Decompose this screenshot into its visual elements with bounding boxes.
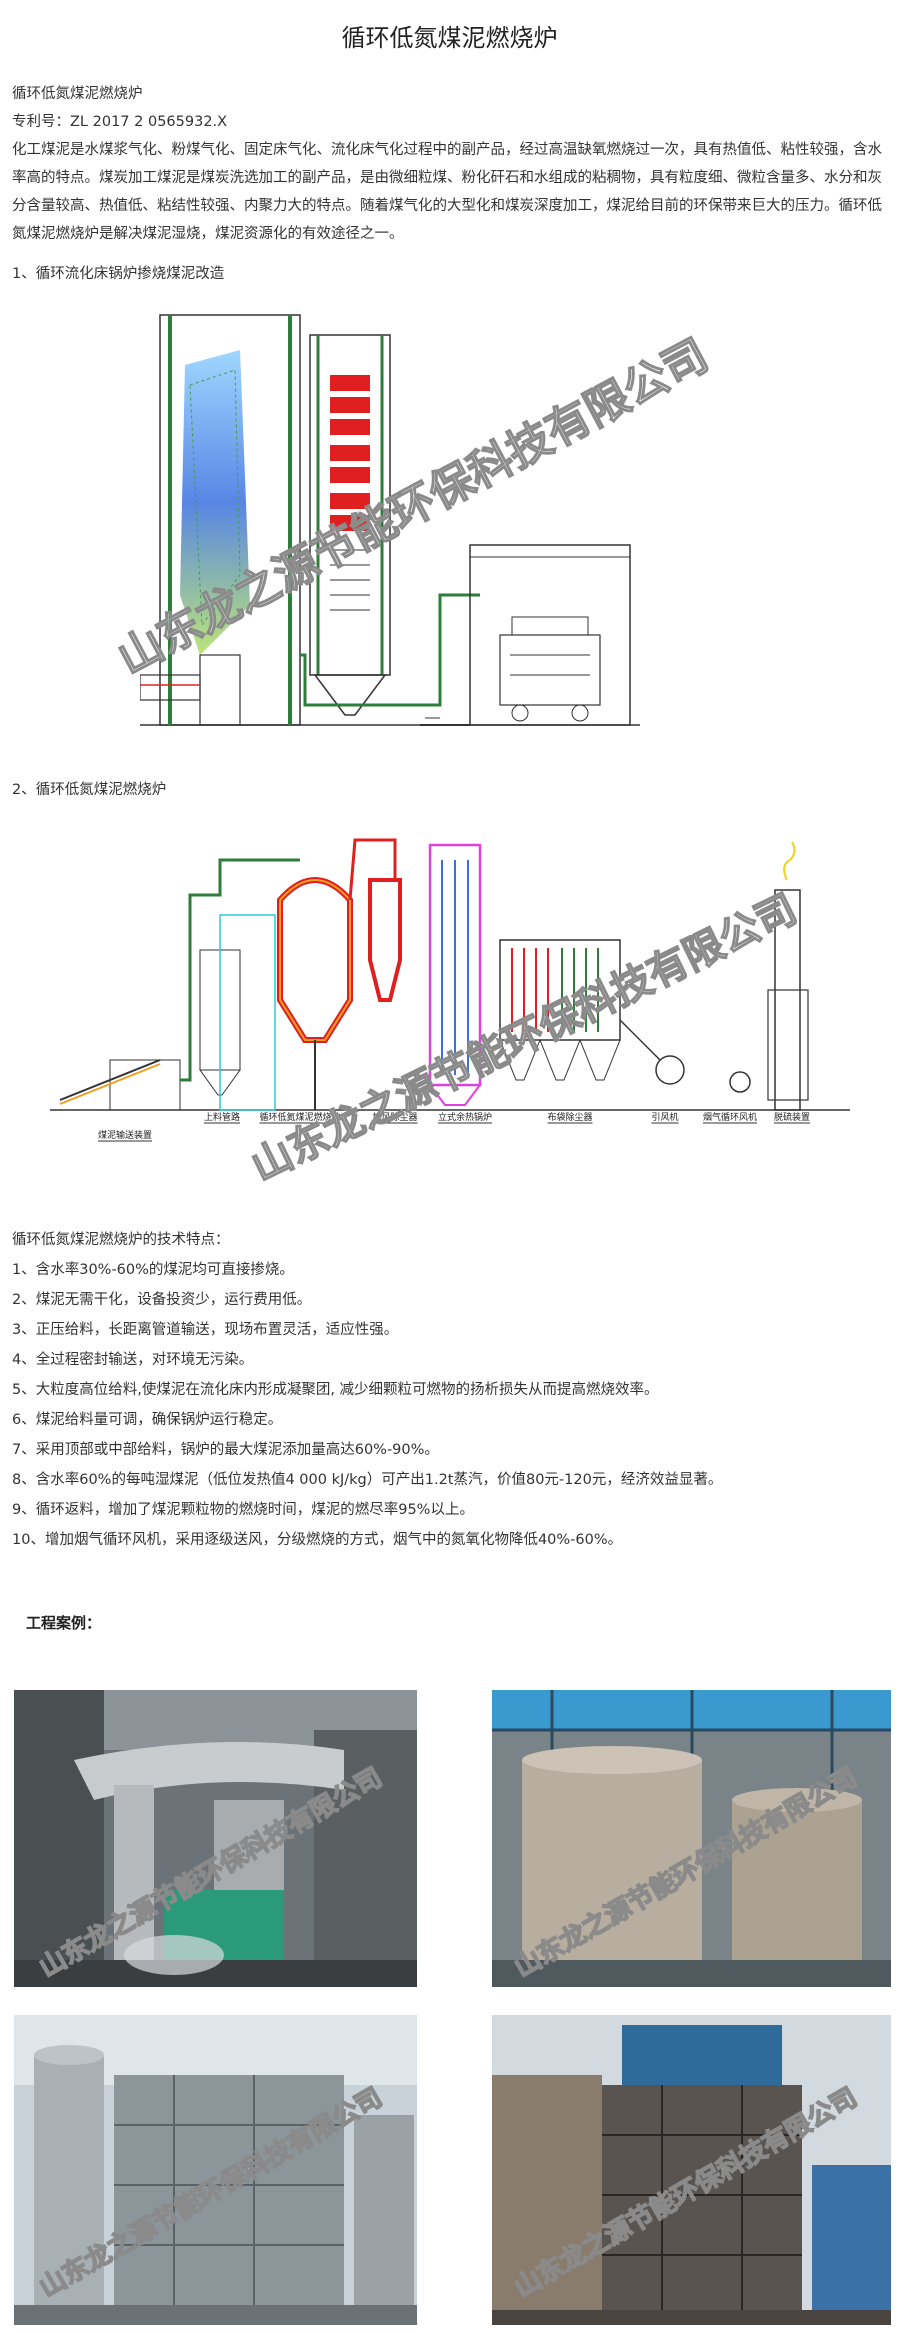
case-photo-2 (492, 1690, 891, 1987)
page-title: 循环低氮煤泥燃烧炉 (341, 24, 558, 52)
boiler-retrofit-diagram (140, 295, 640, 735)
feature-item: 10、增加烟气循环风机，采用逐级送风，分级燃烧的方式，烟气中的氮氧化物降低40%… (12, 1532, 623, 1548)
feature-item: 3、正压给料，长距离管道输送，现场布置灵活，适应性强。 (12, 1322, 399, 1338)
sludge-furnace-svg: 煤泥输送装置 上料管路 循环低氮煤泥燃烧炉 旋风除尘器 立式余热锅炉 布袋除尘器 引风机 烟气… (50, 838, 850, 1142)
feature-item: 9、循环返料，增加了煤泥颗粒物的燃烧时间，煤泥的燃尽率95%以上。 (12, 1502, 474, 1518)
features-list: 1、含水率30%-60%的煤泥均可直接掺烧。 2、煤泥无需干化，设备投资少，运行… (12, 1255, 887, 1555)
diagram-label: 脱硫装置 (774, 1111, 810, 1123)
feature-item: 2、煤泥无需干化，设备投资少，运行费用低。 (12, 1292, 312, 1308)
case-photo-4 (492, 2015, 891, 2325)
feature-item: 7、采用顶部或中部给料，锅炉的最大煤泥添加量高达60%-90%。 (12, 1442, 439, 1458)
case-photo-2-image (492, 1690, 891, 1987)
section-2-heading: 2、循环低氮煤泥燃烧炉 (12, 782, 167, 798)
case-photo-1 (14, 1690, 417, 1987)
diagram-label: 旋风除尘器 (372, 1111, 417, 1123)
feature-item: 4、全过程密封输送，对环境无污染。 (12, 1352, 254, 1368)
feature-item: 5、大粒度高位给料,使煤泥在流化床内形成凝聚团, 减少细颗粒可燃物的扬析损失从而… (12, 1382, 659, 1398)
feature-item: 6、煤泥给料量可调，确保锅炉运行稳定。 (12, 1412, 283, 1428)
feature-item: 8、含水率60%的每吨湿煤泥（低位发热值4 000 kJ/kg）可产出1.2t蒸… (12, 1472, 723, 1488)
diagram-label: 引风机 (651, 1111, 678, 1123)
patent-number: 专利号：ZL 2017 2 0565932.X (12, 114, 228, 130)
product-name: 循环低氮煤泥燃烧炉 (12, 86, 143, 102)
diagram-label: 上料管路 (204, 1111, 240, 1123)
diagram-label: 循环低氮煤泥燃烧炉 (259, 1111, 340, 1123)
case-photo-3 (14, 2015, 417, 2325)
boiler-retrofit-svg (140, 314, 640, 726)
section-1-heading: 1、循环流化床锅炉掺烧煤泥改造 (12, 266, 225, 282)
sludge-furnace-diagram: 煤泥输送装置 上料管路 循环低氮煤泥燃烧炉 旋风除尘器 立式余热锅炉 布袋除尘器 引风机 烟气… (50, 820, 850, 1170)
project-cases-title: 工程案例： (26, 1614, 102, 1632)
features-title: 循环低氮煤泥燃烧炉的技术特点： (12, 1232, 230, 1248)
case-photo-1-image (14, 1690, 417, 1987)
diagram-label: 布袋除尘器 (547, 1111, 592, 1123)
feature-item: 1、含水率30%-60%的煤泥均可直接掺烧。 (12, 1262, 294, 1278)
features-block: 循环低氮煤泥燃烧炉的技术特点： 1、含水率30%-60%的煤泥均可直接掺烧。 2… (12, 1225, 887, 1555)
case-photo-3-image (14, 2015, 417, 2325)
diagram-label: 立式余热锅炉 (438, 1111, 492, 1123)
diagram-label: 煤泥输送装置 (98, 1129, 152, 1141)
intro-block: 循环低氮煤泥燃烧炉 专利号：ZL 2017 2 0565932.X 化工煤泥是水… (12, 80, 887, 248)
case-photo-4-image (492, 2015, 891, 2325)
intro-paragraph: 化工煤泥是水煤浆气化、粉煤气化、固定床气化、流化床气化过程中的副产品，经过高温缺… (12, 142, 882, 242)
diagram-label: 烟气循环风机 (703, 1111, 757, 1123)
